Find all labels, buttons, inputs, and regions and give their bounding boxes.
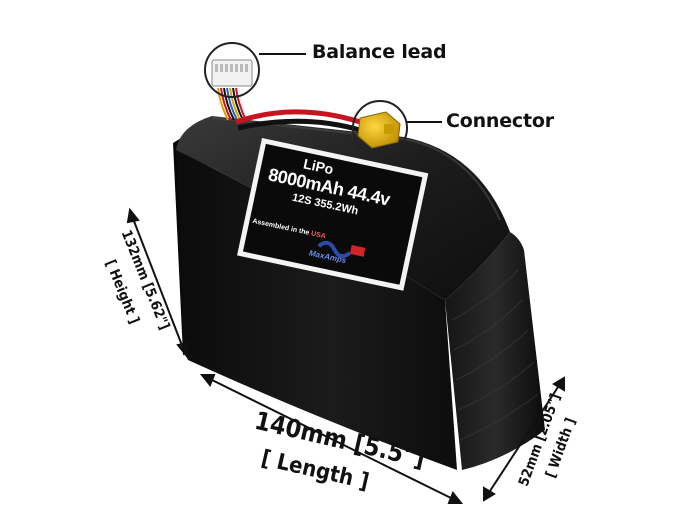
battery-side-face (445, 232, 545, 470)
connector-callout: Connector (446, 110, 554, 132)
label-assembled-prefix: Assembled in the (251, 217, 310, 237)
length-arrow (207, 377, 456, 501)
length-arrowhead-right (447, 491, 464, 504)
callout-markers (204, 42, 442, 156)
balance-lead-circle (204, 42, 260, 98)
length-arrowhead-left (199, 374, 216, 387)
height-arrowhead-bottom (176, 341, 190, 358)
balance-lead-callout: Balance lead (312, 41, 447, 63)
dimension-lines (126, 207, 565, 504)
usa-flag-icon (349, 244, 366, 257)
height-arrow (131, 215, 184, 349)
width-arrowhead-bottom (483, 486, 496, 502)
connector-circle (352, 100, 408, 156)
width-arrow (487, 383, 561, 495)
label-country: USA (310, 230, 327, 241)
width-arrowhead-top (552, 376, 565, 392)
label-assembled: Assembled in the USA (252, 218, 327, 240)
height-arrowhead-top (126, 207, 140, 224)
xt-connector (357, 111, 401, 149)
logo-mark (317, 240, 352, 259)
balance-plug (211, 59, 253, 87)
balance-lead (211, 59, 253, 121)
label-logo-text: MaxAmps (308, 248, 348, 266)
main-power-lead (235, 109, 373, 137)
battery-label (237, 138, 429, 291)
